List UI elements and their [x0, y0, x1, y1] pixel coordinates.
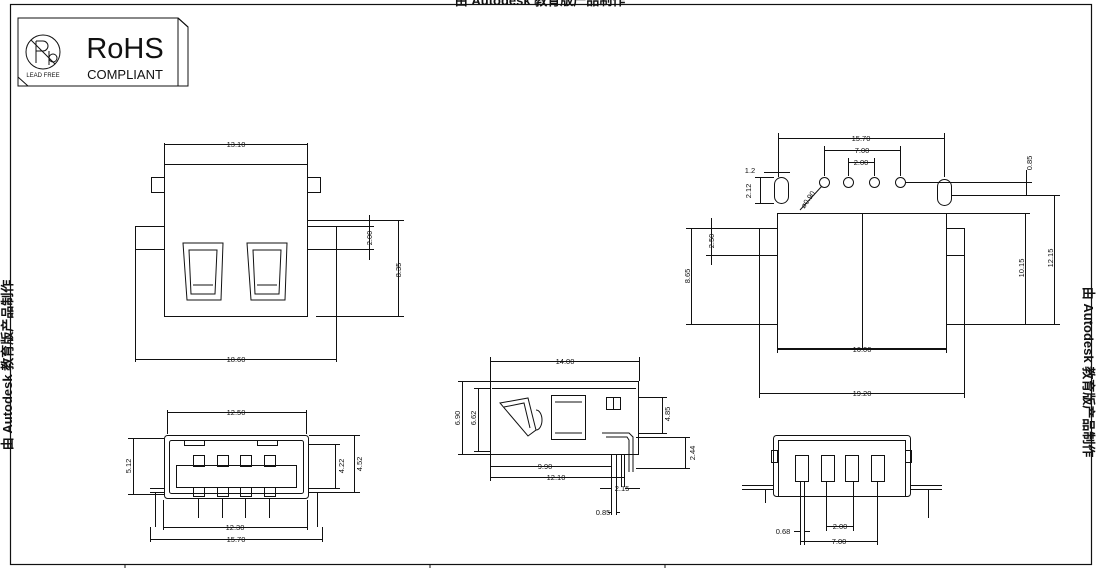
receptacle-view [128, 410, 360, 542]
dim-side-height-b: 6.62 [469, 411, 478, 426]
dim-side-len-b: 12.10 [547, 473, 566, 482]
dim-fp-height-b: 10.15 [1017, 259, 1026, 278]
side-view [458, 357, 690, 515]
dim-rec-pin-span: 12.30 [226, 523, 245, 532]
dim-fp-span: 15.70 [852, 134, 871, 143]
dim-fp-offset: 0.85 [1025, 156, 1034, 171]
watermark-left: 由 Autodesk 教育版产品制作 [0, 280, 15, 450]
dim-front-bottom: 18.60 [227, 355, 246, 364]
dim-fp-pitch-outer: 7.00 [855, 146, 870, 155]
dim-fp-slot-w: 1.2 [745, 166, 755, 175]
dim-fp-height-a: 8.65 [683, 269, 692, 284]
dim-side-len-a: 9.90 [538, 462, 553, 471]
dim-side-pin-len: 2.44 [688, 446, 697, 461]
dim-rec-top: 12.50 [227, 408, 246, 417]
rohs-title: RoHS [86, 33, 163, 65]
dim-rec-right-a: 4.22 [337, 459, 346, 474]
dim-side-tab: 4.85 [663, 407, 672, 422]
front-view [135, 143, 404, 362]
dim-side-length: 14.00 [556, 357, 575, 366]
dim-rec-left: 5.12 [124, 459, 133, 474]
dim-rec-right-b: 4.52 [355, 457, 364, 472]
dim-front-side: 2.00 [365, 231, 374, 246]
watermark-right: 由 Autodesk 教育版产品制作 [1081, 287, 1096, 457]
rohs-lead-free: LEAD FREE [26, 73, 59, 79]
dim-fp-height-c: 12.15 [1046, 249, 1055, 268]
dim-fp-total-w: 19.20 [853, 389, 872, 398]
dim-front-height: 8.35 [394, 263, 403, 278]
dim-side-pin-off: 2.15 [615, 484, 630, 493]
rohs-badge [17, 17, 189, 87]
dim-front-top: 13.10 [227, 140, 246, 149]
dim-fp-hole: ø0.90 [799, 189, 817, 210]
dim-pin-span: 7.00 [832, 537, 847, 546]
dim-pin-w: 0.68 [776, 527, 791, 536]
dim-side-height-a: 6.90 [453, 411, 462, 426]
rohs-subtitle: COMPLIANT [87, 67, 163, 82]
dim-rec-total: 15.70 [227, 535, 246, 544]
dim-fp-slot-h: 2.12 [744, 184, 753, 199]
dim-pin-pitch: 2.00 [833, 522, 848, 531]
drawing-border [9, 3, 1093, 566]
lead-free-icon [25, 34, 61, 70]
footprint-view [686, 133, 1060, 398]
dim-fp-pitch-inner: 2.00 [854, 158, 869, 167]
pin-view [742, 435, 942, 545]
dim-fp-side-a: 2.50 [707, 234, 716, 249]
dim-fp-body-w: 16.00 [853, 345, 872, 354]
watermark-top: 由 Autodesk 教育版产品制作 [455, 0, 625, 8]
dim-side-pin-w: 0.85 [596, 508, 611, 517]
